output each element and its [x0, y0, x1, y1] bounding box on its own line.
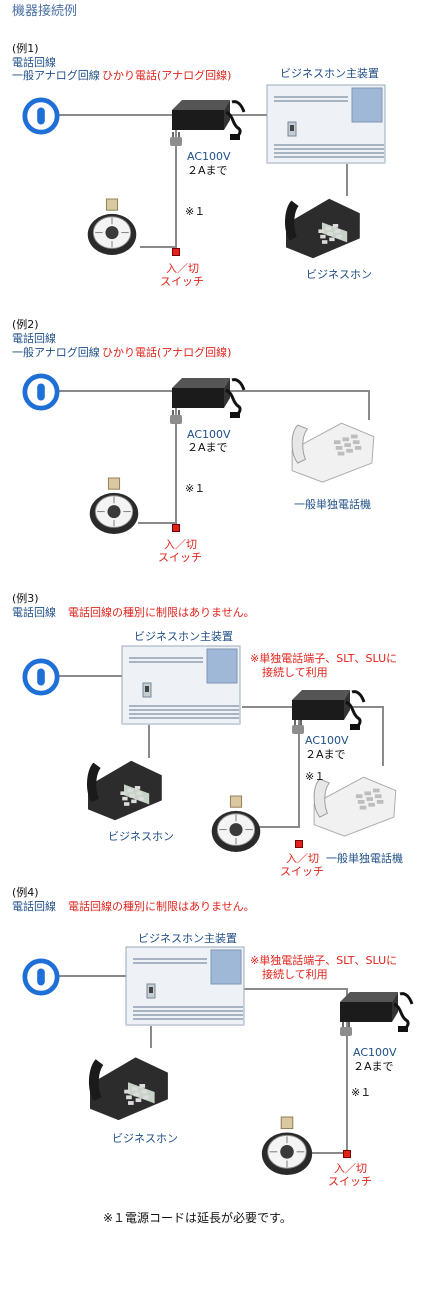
example-4-phone-label: ビジネスホン — [112, 1132, 178, 1145]
business-phone-icon — [74, 750, 174, 822]
example-1-line1: 電話回線 — [12, 56, 56, 69]
power-plug-icon — [170, 132, 182, 146]
example-3-ac-label: AC100V — [305, 734, 349, 747]
example-1-switch-b: スイッチ — [160, 275, 204, 288]
example-1-line2a: 一般アナログ回線 — [12, 69, 100, 82]
main-unit-icon — [266, 84, 386, 164]
example-1-main-unit-label: ビジネスホン主装置 — [280, 67, 379, 80]
example-4-switch-b: スイッチ — [328, 1175, 372, 1188]
power-plug-icon — [292, 720, 304, 734]
phone-jack-icon — [22, 97, 60, 135]
example-3-note-mark: ※１ — [305, 770, 326, 783]
example-1-switch-a: 入／切 — [166, 262, 199, 275]
business-phone-icon — [78, 1046, 178, 1122]
main-unit-icon — [120, 645, 242, 725]
example-3-heading: (例3) — [12, 592, 39, 605]
business-phone-icon — [272, 188, 372, 260]
phone-jack-icon — [22, 958, 60, 996]
example-2-switch-b: スイッチ — [158, 551, 202, 564]
example-2-phone-label: 一般単独電話機 — [294, 498, 371, 511]
main-unit-icon — [124, 946, 246, 1026]
example-3-connect-note-b: 接続して利用 — [262, 666, 328, 679]
example-3-switch-a: 入／切 — [286, 852, 319, 865]
example-3-connect-note-a: ※単独電話端子、SLT、SLUに — [250, 652, 398, 665]
bell-device-icon — [84, 195, 140, 259]
example-3-line1-note: 電話回線の種別に制限はありません。 — [68, 606, 255, 619]
example-4-note-mark: ※１ — [351, 1086, 372, 1099]
example-4-main-unit-label: ビジネスホン主装置 — [138, 932, 237, 945]
example-3-switch-b: スイッチ — [280, 865, 324, 878]
power-plug-icon — [340, 1022, 352, 1036]
example-4-ac-label: AC100V — [353, 1046, 397, 1059]
example-3-phone2-label: 一般単独電話機 — [326, 852, 403, 865]
bell-device-icon — [86, 474, 142, 538]
example-4-connect-note-b: 接続して利用 — [262, 968, 328, 981]
example-4-amp-label: ２Aまで — [353, 1060, 394, 1073]
phone-jack-icon — [22, 658, 60, 696]
example-2-switch-a: 入／切 — [164, 538, 197, 551]
example-1-note-mark: ※１ — [185, 205, 206, 218]
analog-phone-icon — [282, 408, 382, 484]
example-2-amp-label: ２Aまで — [187, 441, 228, 454]
example-3-amp-label: ２Aまで — [305, 748, 346, 761]
example-1-switch — [172, 248, 180, 256]
example-1-amp-label: ２Aまで — [187, 164, 228, 177]
example-3-main-unit-label: ビジネスホン主装置 — [134, 630, 233, 643]
example-2-line2b: ひかり電話(アナログ回線) — [102, 346, 232, 359]
example-4-connect-note-a: ※単独電話端子、SLT、SLUに — [250, 954, 398, 967]
example-2-note-mark: ※１ — [185, 482, 206, 495]
example-2-line2a: 一般アナログ回線 — [12, 346, 100, 359]
example-2-ac-label: AC100V — [187, 428, 231, 441]
example-1-line2b: ひかり電話(アナログ回線) — [102, 69, 232, 82]
example-4-line1-note: 電話回線の種別に制限はありません。 — [68, 900, 255, 913]
bell-device-icon — [258, 1112, 316, 1180]
example-1-heading: (例1) — [12, 42, 39, 55]
example-4-switch-a: 入／切 — [334, 1162, 367, 1175]
example-2-line1: 電話回線 — [12, 332, 56, 345]
example-2-heading: (例2) — [12, 318, 39, 331]
example-3-line1: 電話回線 — [12, 606, 56, 619]
page-title: 機器接続例 — [12, 4, 78, 19]
example-3-phone-label: ビジネスホン — [108, 830, 174, 843]
power-plug-icon — [170, 410, 182, 424]
example-4-line1: 電話回線 — [12, 900, 56, 913]
bell-device-icon — [208, 790, 264, 858]
example-4-heading: (例4) — [12, 886, 39, 899]
example-2-switch — [172, 524, 180, 532]
example-1-phone-label: ビジネスホン — [306, 268, 372, 281]
example-3-switch — [295, 840, 303, 848]
footnote: ※１電源コードは延長が必要です。 — [103, 1211, 292, 1225]
example-1-ac-label: AC100V — [187, 150, 231, 163]
phone-jack-icon — [22, 373, 60, 411]
example-4-switch — [343, 1150, 351, 1158]
